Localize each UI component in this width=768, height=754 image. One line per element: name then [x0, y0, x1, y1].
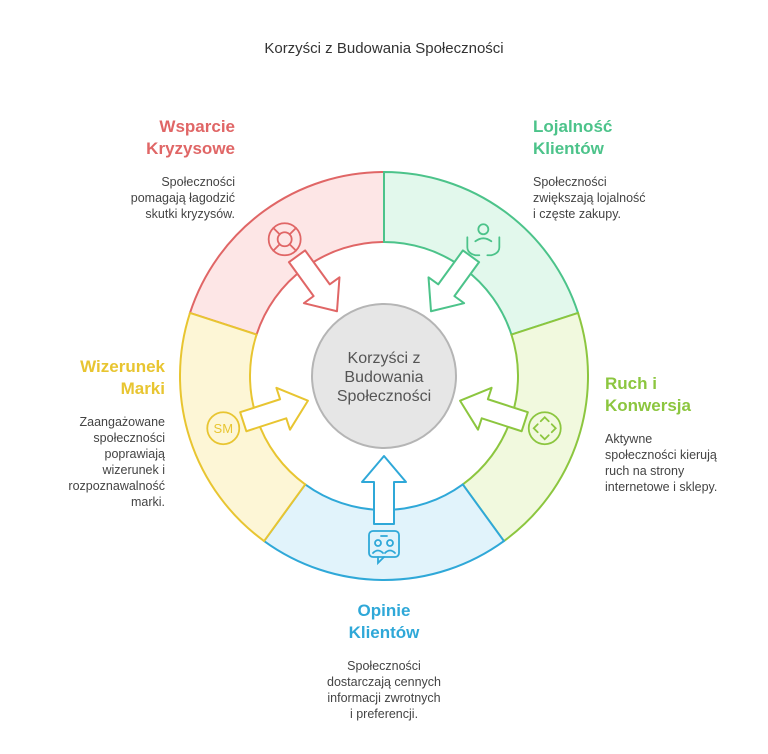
move-arrows-icon — [527, 411, 562, 446]
segment-wizerunek-desc-line: poprawiają — [104, 447, 165, 461]
segment-wizerunek-title-line: Wizerunek — [80, 357, 165, 376]
segment-opinie-title-line: Opinie — [357, 601, 411, 620]
page-title: Korzyści z Budowania Społeczności — [264, 40, 504, 57]
segment-wsparcie-title-line: Wsparcie — [159, 117, 235, 136]
center-circle — [311, 303, 457, 449]
segment-ruch-title-line: Konwersja — [605, 396, 691, 415]
segment-lojalnosc-description: Społeczności zwiększają lojalność i częs… — [533, 174, 703, 222]
segment-wsparcie-desc-line: pomagają łagodzić — [130, 191, 235, 205]
segment-wizerunek-title-line: Marki — [120, 379, 165, 398]
ring-segment-wizerunek — [179, 311, 307, 543]
segment-ruch-desc-line: ruch na strony — [605, 464, 685, 478]
segment-wizerunek-desc-line: wizerunek i — [102, 463, 165, 477]
segment-wizerunek: Wizerunek Marki Zaangażowane społecznośc… — [20, 356, 165, 510]
segment-lojalnosc: Lojalność Klientów Społeczności zwiększa… — [533, 116, 703, 222]
arrow-opinie — [361, 455, 407, 525]
ring-segment-ruch — [461, 311, 589, 543]
segment-ruch-desc-line: internetowe i sklepy. — [605, 480, 718, 494]
segment-ruch-desc-line: Aktywne — [605, 432, 653, 446]
segment-lojalnosc-title-line: Klientów — [533, 139, 604, 158]
segment-opinie-title: Opinie Klientów — [284, 600, 484, 644]
segment-ruch-title-line: Ruch i — [605, 374, 657, 393]
segment-opinie: Opinie Klientów Społeczności dostarczają… — [284, 600, 484, 722]
segment-ruch: Ruch i Konwersja Aktywne społeczności ki… — [605, 373, 755, 495]
segment-lojalnosc-desc-line: zwiększają lojalność — [533, 191, 646, 205]
person-hands-icon — [466, 223, 501, 257]
segment-lojalnosc-desc-line: Społeczności — [533, 175, 607, 189]
segment-ruch-desc-line: społeczności kierują — [605, 448, 717, 462]
segment-ruch-title: Ruch i Konwersja — [605, 373, 755, 417]
segment-opinie-desc-line: i preferencji. — [349, 707, 419, 721]
segment-wizerunek-desc-line: społeczności — [93, 431, 165, 445]
segment-opinie-title-line: Klientów — [348, 623, 420, 642]
segment-opinie-desc-line: dostarczają cennych — [327, 675, 441, 689]
arrow-lojalnosc — [427, 249, 481, 313]
center-label-line: Budowania — [344, 369, 423, 386]
segment-wsparcie-title-line: Kryzysowe — [146, 139, 235, 158]
segment-lojalnosc-title: Lojalność Klientów — [533, 116, 703, 160]
segment-opinie-desc-line: Społeczności — [347, 659, 421, 673]
feedback-chat-icon — [368, 530, 400, 566]
segment-ruch-description: Aktywne społeczności kierują ruch na str… — [605, 431, 755, 495]
center-label-line: Społeczności — [337, 388, 431, 405]
segment-wsparcie-title: Wsparcie Kryzysowe — [70, 116, 235, 160]
segment-wsparcie-desc-line: Społeczności — [161, 175, 235, 189]
segment-wizerunek-desc-line: Zaangażowane — [79, 415, 165, 429]
segment-wizerunek-description: Zaangażowane społeczności poprawiają wiz… — [20, 414, 165, 510]
segment-wizerunek-title: Wizerunek Marki — [20, 356, 165, 400]
sm-badge-icon: SM — [206, 411, 241, 446]
center-label-line: Korzyści z — [348, 350, 421, 367]
arrow-wsparcie — [287, 249, 341, 313]
segment-wizerunek-desc-line: marki. — [130, 495, 165, 509]
arrow-wizerunek — [239, 386, 309, 433]
segment-wsparcie-desc-line: skutki kryzysów. — [145, 207, 235, 221]
sm-badge-label: SM — [214, 421, 234, 436]
segment-wizerunek-desc-line: rozpoznawalność — [68, 479, 165, 493]
segment-opinie-desc-line: informacji zwrotnych — [327, 691, 441, 705]
segment-wsparcie-description: Społeczności pomagają łagodzić skutki kr… — [70, 174, 235, 222]
arrow-ruch — [459, 386, 529, 433]
segment-lojalnosc-desc-line: i częste zakupy. — [533, 207, 622, 221]
lifebuoy-icon — [267, 222, 302, 257]
segment-wsparcie: Wsparcie Kryzysowe Społeczności pomagają… — [70, 116, 235, 222]
segment-opinie-description: Społeczności dostarczają cennych informa… — [284, 658, 484, 722]
segment-lojalnosc-title-line: Lojalność — [533, 117, 613, 136]
